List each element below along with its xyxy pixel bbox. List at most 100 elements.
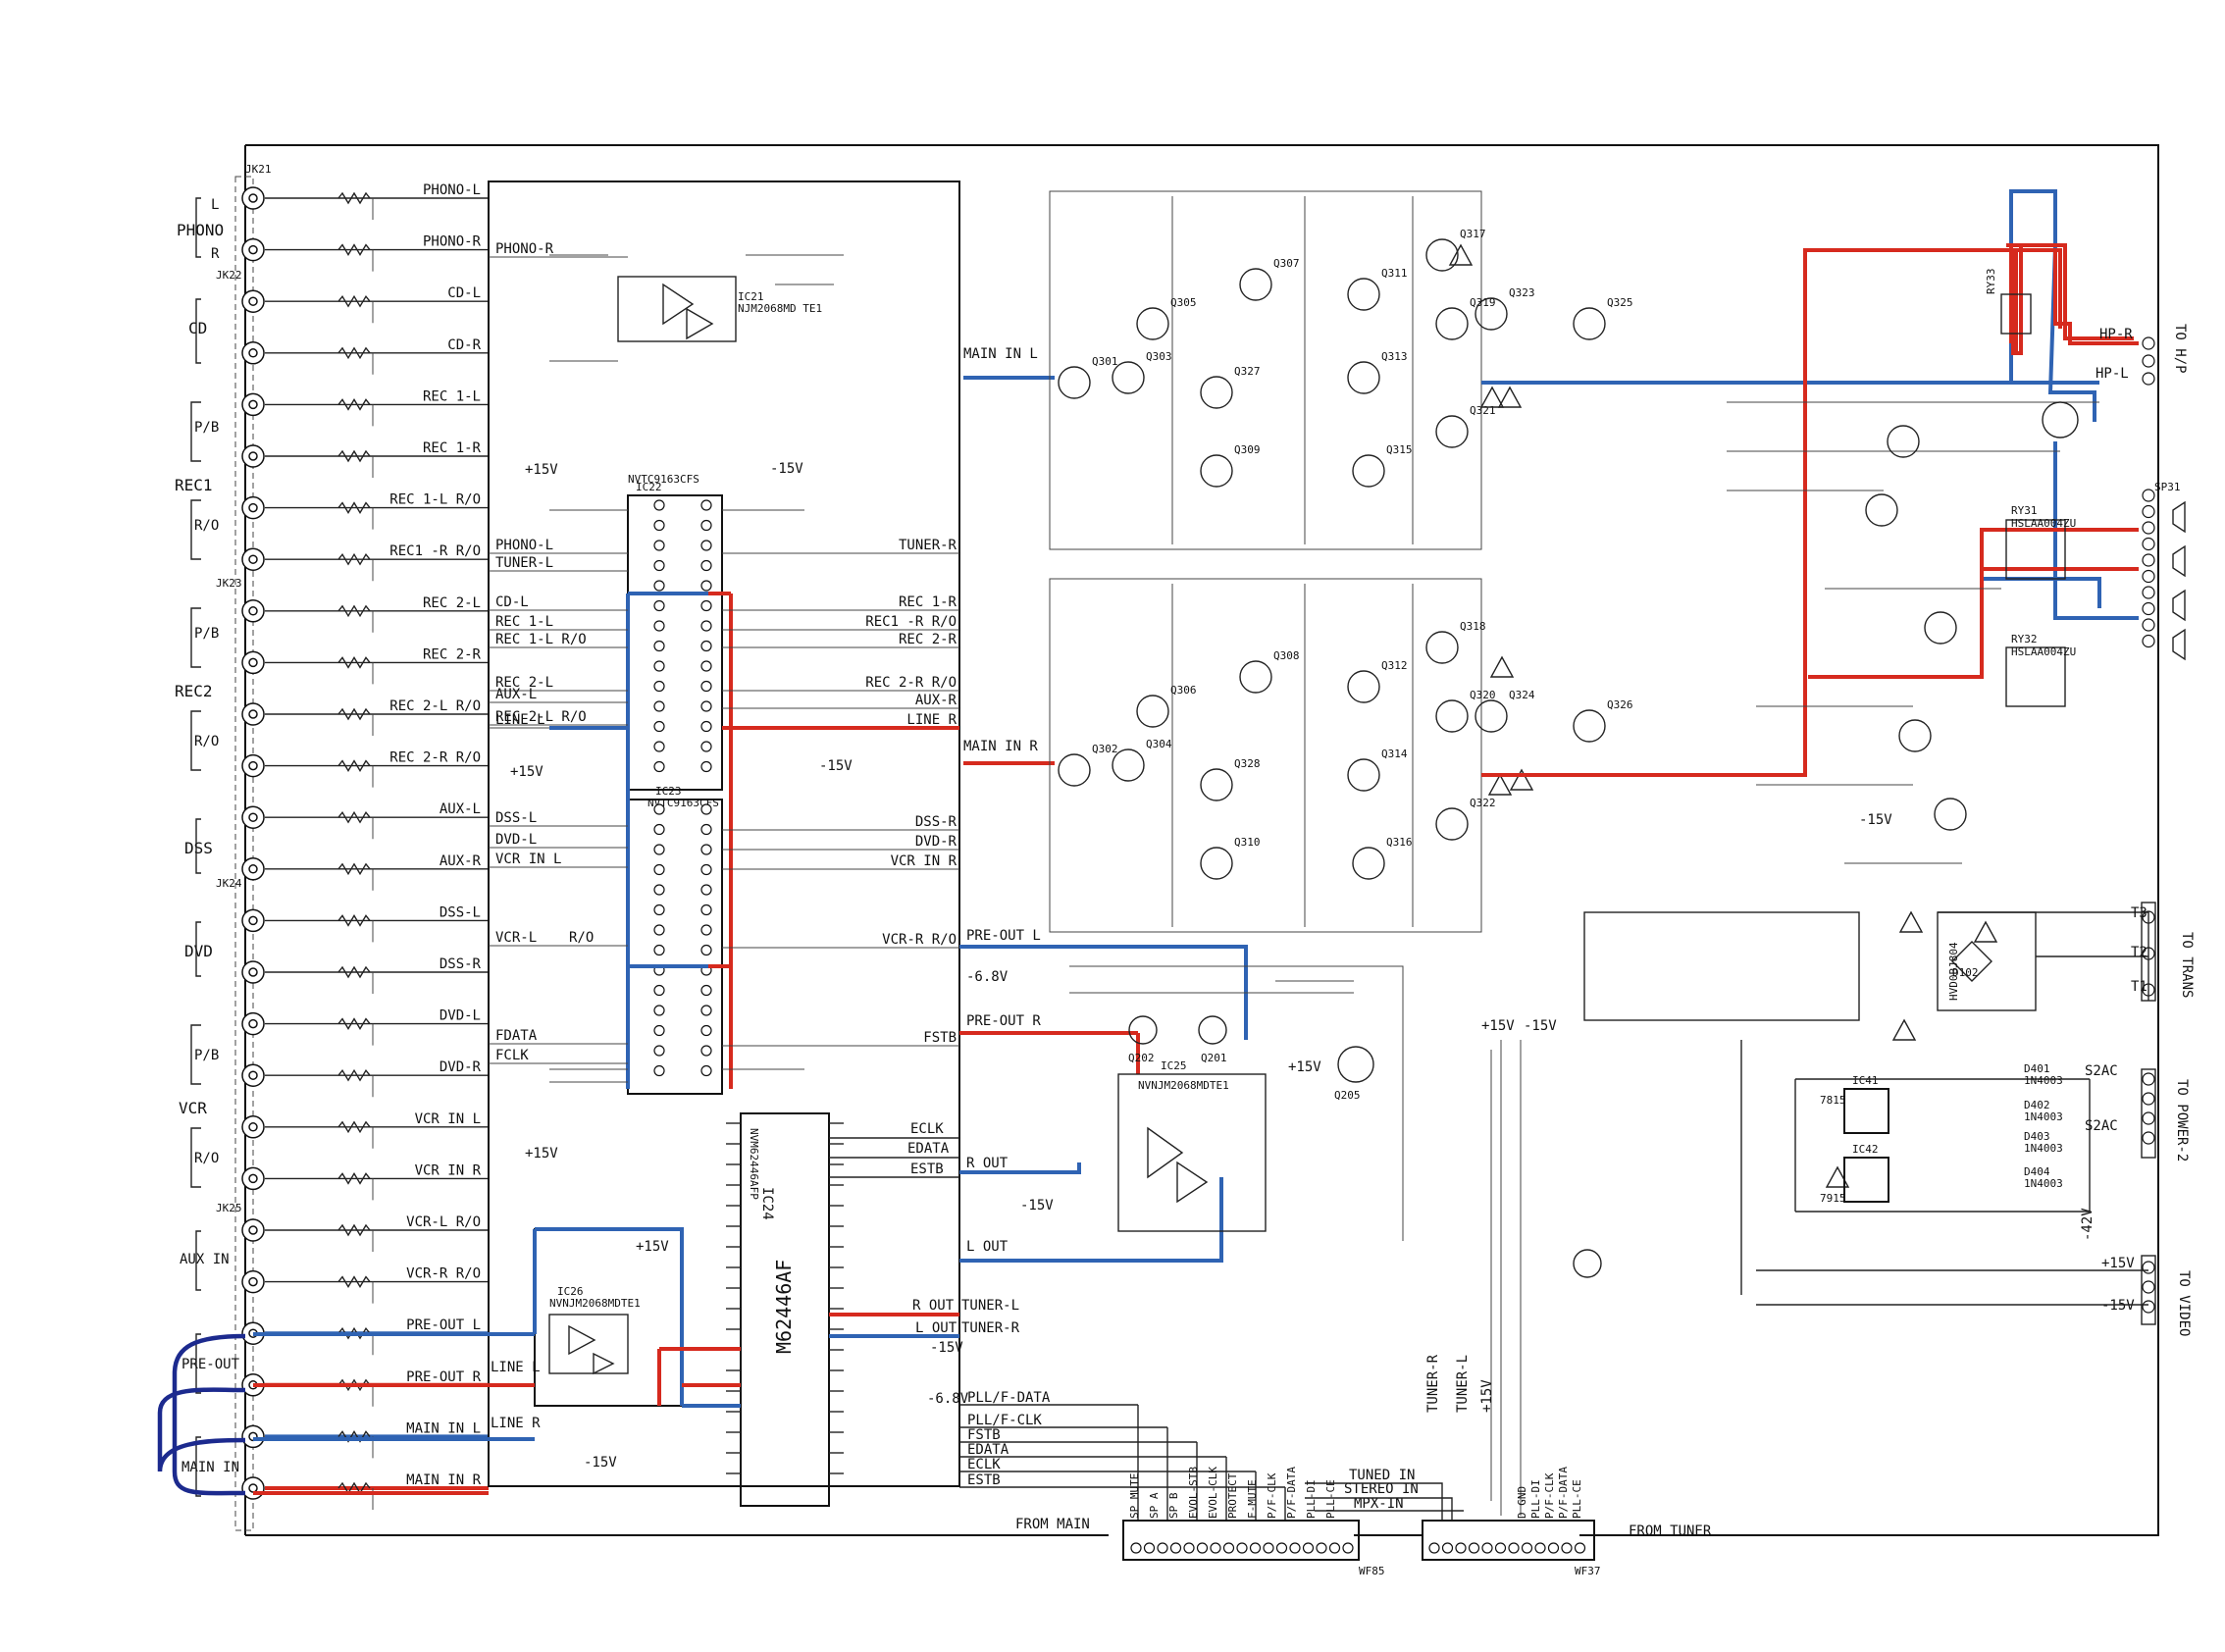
group-dvd: DVD: [184, 942, 213, 960]
main-conn-pin-label: SP A: [1148, 1492, 1161, 1519]
ic-pin: [700, 499, 712, 511]
tuner-conn-pin: [1574, 1542, 1586, 1554]
main-conn-pin: [1169, 1542, 1182, 1554]
resistor: [337, 1275, 371, 1288]
ic-pin: [700, 580, 712, 592]
rca-jack-center: [248, 657, 258, 668]
main-conn-pin-label: P/F-CLK: [1266, 1472, 1278, 1519]
q205-label: Q205: [1334, 1089, 1361, 1102]
selector-left-label: FDATA: [495, 1028, 538, 1044]
selector-left-label: DVD-L: [495, 832, 537, 848]
rca-jack-center: [248, 554, 258, 564]
rca-jack-center: [248, 812, 258, 822]
ic-pin: [653, 844, 665, 855]
ic-pin: [653, 1005, 665, 1016]
resistor: [337, 191, 371, 205]
signal-label: REC 2-L R/O: [389, 698, 481, 714]
ps-supply-p15: +15V: [1481, 1018, 1515, 1034]
transistor: [1425, 238, 1459, 272]
resistor: [337, 1326, 371, 1340]
main-conn-pin-label: F-MUTE: [1246, 1479, 1259, 1519]
trans-t2: T2: [2131, 945, 2147, 960]
main-conn-pin-label: SP MUTE: [1128, 1473, 1141, 1519]
transistor: [1425, 631, 1459, 664]
tuner-l-in: TUNER-L: [1455, 1355, 1471, 1413]
group-rec1: REC1: [175, 476, 213, 494]
transistor-label: Q314: [1381, 748, 1408, 760]
to-video-label: TO VIDEO: [2176, 1270, 2192, 1336]
signal-label: CD-R: [447, 337, 481, 353]
rca-jack-center: [248, 967, 258, 977]
main-conn-pin: [1183, 1542, 1195, 1554]
main-conn-pin-label: EVOL-CLK: [1207, 1467, 1219, 1519]
main-conn-pin: [1143, 1542, 1156, 1554]
tuner-conn-pin: [1561, 1542, 1573, 1554]
power2-connector-pin: [2142, 1131, 2155, 1145]
selector-right-label: DSS-R: [915, 814, 957, 830]
tuner-p15-in: +15V: [1479, 1379, 1495, 1413]
rca-jack-center: [248, 1122, 258, 1132]
ic-pin: [700, 844, 712, 855]
ic-pin: [700, 760, 712, 773]
ic21-label: IC21: [738, 290, 764, 303]
ic-pin: [653, 1045, 665, 1057]
signal-label: DSS-L: [440, 904, 481, 920]
signal-label: MAIN IN R: [406, 1472, 481, 1488]
resistor: [337, 1223, 371, 1237]
transistor-label: Q316: [1386, 836, 1413, 849]
transistor: [1200, 847, 1233, 880]
speaker-connector-pin: [2142, 601, 2155, 616]
transistor-label: Q317: [1460, 228, 1486, 240]
transistor: [1112, 749, 1145, 782]
rca-jack-center: [248, 760, 258, 771]
signal-label: PRE-OUT R: [406, 1369, 481, 1385]
transistor: [1058, 753, 1091, 787]
sp31-label: SP31: [2154, 481, 2181, 493]
ic-pin: [700, 1024, 712, 1037]
rca-jack-center: [248, 451, 258, 461]
selector-left-label: AUX-L: [495, 687, 537, 702]
tuner-conn-pin-label: PLL-DI: [1529, 1479, 1542, 1519]
transistor-label: Q305: [1170, 296, 1197, 309]
transistor: [1475, 699, 1508, 733]
selector-left-label: LINE L: [495, 712, 545, 728]
vol-supply-p15: +15V: [636, 1239, 669, 1255]
transistor: [1435, 415, 1469, 448]
transistor-label: Q310: [1234, 836, 1261, 849]
ic26-part: NVNJM2068MDTE1: [549, 1297, 641, 1310]
signal-label: CD-L: [447, 285, 481, 301]
sel-supply-m15-b: -15V: [819, 758, 853, 774]
main-conn-pin: [1289, 1542, 1301, 1554]
main-conn-pin-label: PLL-DI: [1305, 1479, 1318, 1519]
selector-box: [488, 181, 960, 1487]
signal-label: DVD-R: [440, 1059, 482, 1075]
volume-chip-ref: IC24: [759, 1187, 775, 1220]
tuned-in-label: TUNED IN: [1349, 1468, 1415, 1483]
s2ac-2: S2AC: [2085, 1118, 2118, 1134]
tuner-conn-pin: [1494, 1542, 1507, 1554]
group-rec2-ro: R/O: [194, 734, 219, 749]
volume-chip-part: NVM62446AFP: [748, 1128, 760, 1200]
transistor-label: Q320: [1470, 689, 1496, 701]
vol-supply-p15-b: +15V: [525, 1146, 558, 1162]
resistor: [337, 914, 371, 927]
hp-l-label: HP-L: [2096, 366, 2129, 382]
rca-jack-center: [248, 709, 258, 719]
ry31-label: RY31: [2011, 504, 2038, 517]
main-conn-pin: [1157, 1542, 1168, 1554]
selector-left-label: REC 2-L R/O: [495, 709, 587, 725]
transistor-label: Q309: [1234, 443, 1261, 456]
main-conn-pin-label: PLL-CE: [1324, 1479, 1337, 1519]
group-rec1-pb: P/B: [194, 420, 219, 436]
transistor-label: Q323: [1509, 286, 1535, 299]
sel-supply-m15-a: -15V: [770, 461, 803, 477]
ic25-label: IC25: [1161, 1059, 1187, 1072]
phono-r: R: [211, 246, 220, 262]
preout-lout: L OUT: [966, 1239, 1009, 1255]
rca-jack-center: [248, 1483, 258, 1493]
transistor: [1475, 297, 1508, 331]
trans-t3: T3: [2131, 905, 2147, 921]
ic-pin: [653, 1024, 665, 1037]
transistor: [1058, 366, 1091, 399]
